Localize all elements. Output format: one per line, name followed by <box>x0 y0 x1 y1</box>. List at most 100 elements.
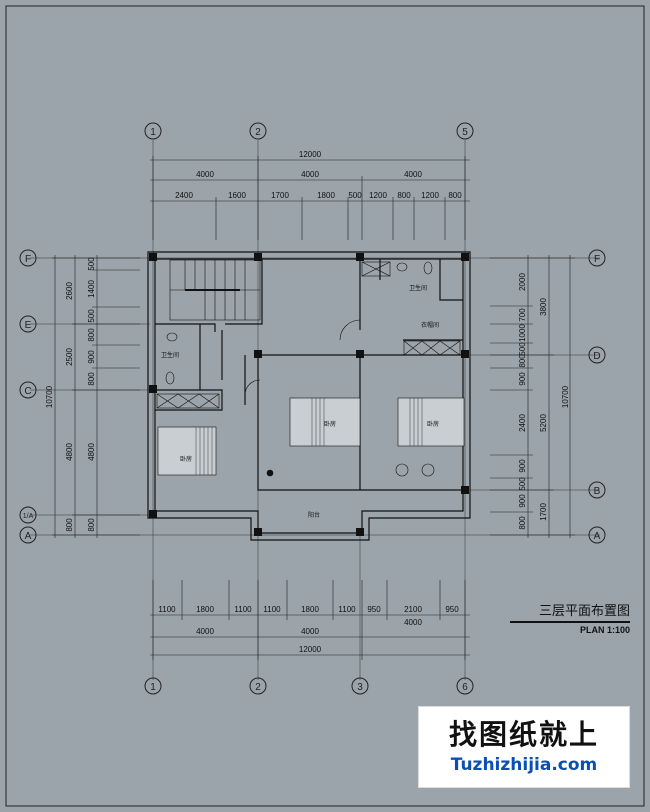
dim-top-detail-2: 1600 <box>228 191 246 200</box>
axis-bubbles-top: 1 2 5 <box>144 122 474 140</box>
bed-hatch <box>195 398 423 475</box>
dim-right-mid-2: 5200 <box>539 414 548 432</box>
dim-right-detail-9: 500 <box>518 477 527 491</box>
plan-title-block: 三层平面布置图 PLAN 1:100 <box>510 600 630 635</box>
dim-bottom-detail-7: 950 <box>367 605 381 614</box>
staircase <box>169 259 261 321</box>
dim-bottom-detail-6: 1100 <box>338 605 356 614</box>
dim-right-detail-3: 1000 <box>518 324 527 342</box>
room-bath-left: 卫生间 <box>161 351 179 359</box>
dim-right-mid-1: 3800 <box>539 298 548 316</box>
room-bedroom-mid: 卧房 <box>324 420 336 428</box>
dim-bottom-mid-1: 4000 <box>196 627 214 636</box>
dims-top <box>150 156 470 240</box>
dim-top-detail-5: 500 <box>348 191 362 200</box>
dim-bottom-total: 12000 <box>299 645 322 654</box>
dim-top-detail-7: 800 <box>397 191 411 200</box>
dim-bottom-mid-3: 4000 <box>404 618 422 627</box>
dim-top-detail-4: 1800 <box>317 191 335 200</box>
dim-right-detail-7: 2400 <box>518 414 527 432</box>
dim-bottom-detail-3: 1100 <box>234 605 252 614</box>
dim-top-mid-1: 4000 <box>196 170 214 179</box>
room-closet: 衣帽间 <box>421 321 439 329</box>
axis-bottom-6: 6 <box>462 682 468 693</box>
room-bedroom-left: 卧房 <box>180 455 192 463</box>
wardrobes <box>156 261 461 409</box>
dim-top-mid-2: 4000 <box>301 170 319 179</box>
dims-right <box>490 255 575 538</box>
dim-right-detail-4: 500 <box>518 342 527 356</box>
dim-right-detail-11: 800 <box>518 516 527 530</box>
dim-top-detail-6: 1200 <box>369 191 387 200</box>
dim-right-detail-10: 900 <box>518 494 527 508</box>
axis-right-D: D <box>593 351 600 362</box>
dim-right-detail-8: 900 <box>518 459 527 473</box>
dim-right-detail-1: 2000 <box>518 273 527 291</box>
dim-left-detail-1: 500 <box>87 257 96 271</box>
dim-left-mid-2: 2500 <box>65 348 74 366</box>
axis-top-1: 1 <box>150 127 156 138</box>
dim-left-detail-2: 1400 <box>87 280 96 298</box>
dim-top-detail-8: 1200 <box>421 191 439 200</box>
axis-bubbles-right: F D B A <box>588 249 606 544</box>
dim-bottom-detail-2: 1800 <box>196 605 214 614</box>
dim-bottom-detail-9: 950 <box>445 605 459 614</box>
dim-left-detail-7: 4800 <box>87 443 96 461</box>
structural-columns <box>149 253 469 536</box>
dim-left-mid-3: 4800 <box>65 443 74 461</box>
dim-right-detail-2: 700 <box>518 308 527 322</box>
axis-left-F: F <box>25 254 31 265</box>
axis-bottom-2: 2 <box>255 682 261 693</box>
plan-scale: PLAN 1:100 <box>579 625 630 635</box>
room-bedroom-right: 卧房 <box>427 420 439 428</box>
dim-bottom-detail-1: 1100 <box>158 605 176 614</box>
watermark-en: Tuzhizhijia.com <box>450 755 598 775</box>
fixtures <box>165 261 435 477</box>
dim-top-mid-3: 4000 <box>404 170 422 179</box>
axis-right-A: A <box>594 531 601 542</box>
dim-left-mid-1: 2600 <box>65 282 74 300</box>
dim-left-detail-8: 800 <box>87 518 96 532</box>
dim-left-mid-4: 800 <box>65 518 74 532</box>
dim-left-detail-3: 500 <box>87 309 96 323</box>
dim-left-detail-6: 800 <box>87 372 96 386</box>
axis-left-A: A <box>25 531 32 542</box>
axis-left-C: C <box>24 386 31 397</box>
dim-left-total: 10700 <box>45 385 54 408</box>
dim-right-mid-3: 1700 <box>539 503 548 521</box>
axis-right-B: B <box>594 486 601 497</box>
dims-bottom <box>150 580 470 660</box>
dim-top-total: 12000 <box>299 150 322 159</box>
dim-right-total: 10700 <box>561 385 570 408</box>
dim-left-detail-4: 800 <box>87 328 96 342</box>
axis-right-F: F <box>594 254 600 265</box>
axis-top-5: 5 <box>462 127 468 138</box>
dim-bottom-detail-4: 1100 <box>263 605 281 614</box>
watermark-banner: 找图纸就上 Tuzhizhijia.com <box>418 706 630 788</box>
axis-bottom-1: 1 <box>150 682 156 693</box>
watermark-cn: 找图纸就上 <box>448 718 599 751</box>
dim-bottom-mid-2: 4000 <box>301 627 319 636</box>
dim-bottom-detail-8: 2100 <box>404 605 422 614</box>
plan-title: 三层平面布置图 <box>510 600 630 623</box>
axis-left-1A: 1/A <box>23 513 34 520</box>
dims-left <box>52 255 140 538</box>
dim-top-detail-1: 2400 <box>175 191 193 200</box>
axis-left-E: E <box>25 320 32 331</box>
room-bath-top: 卫生间 <box>409 284 427 292</box>
axis-bubbles-bottom: 1 2 3 6 <box>144 677 474 695</box>
axis-top-2: 2 <box>255 127 261 138</box>
drawing-frame <box>5 5 645 807</box>
dim-right-detail-6: 900 <box>518 372 527 386</box>
axis-bubbles-left: F E C 1/A A <box>19 249 37 544</box>
dim-top-detail-3: 1700 <box>271 191 289 200</box>
dim-top-detail-9: 800 <box>448 191 462 200</box>
dim-bottom-detail-5: 1800 <box>301 605 319 614</box>
room-balcony: 阳台 <box>308 511 320 519</box>
axis-bottom-3: 3 <box>357 682 363 693</box>
dim-left-detail-5: 900 <box>87 350 96 364</box>
dim-right-detail-5: 800 <box>518 354 527 368</box>
beds <box>157 397 465 476</box>
